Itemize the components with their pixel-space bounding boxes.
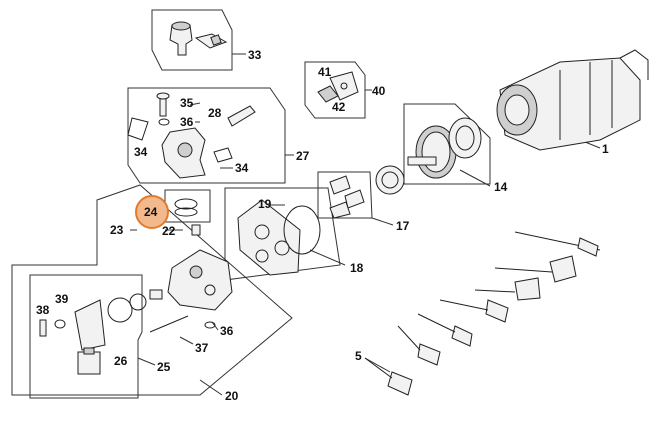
- callout-14[interactable]: 14: [494, 180, 508, 194]
- part-20-pump-body: [107, 249, 233, 333]
- callout-33[interactable]: 33: [248, 48, 262, 62]
- callout-38[interactable]: 38: [36, 303, 50, 317]
- callout-37[interactable]: 37: [195, 341, 209, 355]
- part-25-inlet: [39, 299, 106, 375]
- group-14-frame: [403, 103, 491, 185]
- callout-36-b[interactable]: 36: [220, 324, 234, 338]
- callout-22[interactable]: 22: [162, 224, 176, 238]
- leader-lines: [130, 53, 601, 396]
- callout-39[interactable]: 39: [55, 292, 69, 306]
- callout-40[interactable]: 40: [372, 84, 386, 98]
- callout-25[interactable]: 25: [157, 360, 171, 374]
- callout-19[interactable]: 19: [258, 197, 272, 211]
- callout-5[interactable]: 5: [355, 349, 362, 363]
- group-40-frame: [304, 61, 366, 119]
- group-18-frame: [224, 187, 341, 281]
- callout-35[interactable]: 35: [180, 96, 194, 110]
- part-18-cover: [237, 199, 321, 276]
- callout-26[interactable]: 26: [114, 354, 128, 368]
- callout-1[interactable]: 1: [602, 142, 609, 156]
- callout-28[interactable]: 28: [208, 106, 222, 120]
- callout-27[interactable]: 27: [296, 149, 310, 163]
- part-40-switch: [317, 71, 359, 103]
- part-17-valves: [329, 175, 365, 219]
- callout-34-a[interactable]: 34: [134, 145, 148, 159]
- group-23-frame: [164, 189, 211, 223]
- callout-24[interactable]: 24: [144, 205, 158, 219]
- group-27-frame: [127, 87, 286, 184]
- callout-34-b[interactable]: 34: [235, 161, 249, 175]
- part-seal-ring: [375, 165, 405, 195]
- group-33-frame: [151, 9, 233, 71]
- part-33-valve: [169, 21, 228, 56]
- plug-parts: [364, 231, 601, 396]
- part-19-o-ring: [283, 205, 321, 255]
- part-1-motor: [496, 49, 649, 151]
- callout-42[interactable]: 42: [332, 100, 346, 114]
- highlight-circle-24: [135, 195, 169, 229]
- callout-18[interactable]: 18: [350, 261, 364, 275]
- part-14-gear: [407, 117, 482, 179]
- group-25-frame: [29, 274, 143, 399]
- part-27-assembly: [127, 92, 256, 179]
- callout-36-a[interactable]: 36: [180, 115, 194, 129]
- part-23-seal-kit: [174, 198, 201, 236]
- callout-23[interactable]: 23: [110, 223, 124, 237]
- callout-17[interactable]: 17: [396, 219, 410, 233]
- callout-41[interactable]: 41: [318, 65, 332, 79]
- callout-20[interactable]: 20: [225, 389, 239, 403]
